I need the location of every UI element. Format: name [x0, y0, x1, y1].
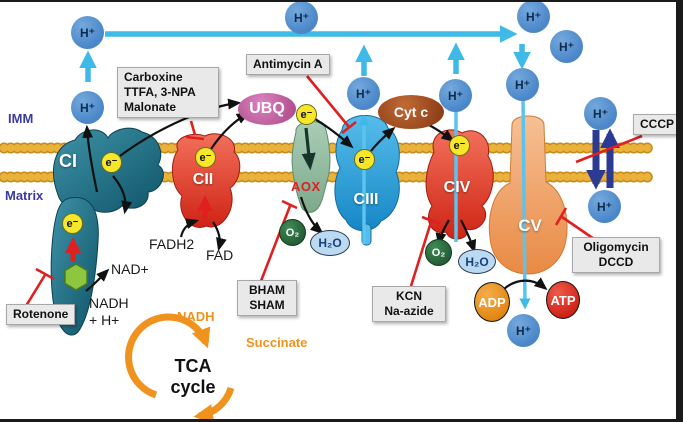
cii-to-fad-arrow: [212, 221, 227, 252]
water-ellipse: H₂O: [310, 230, 350, 256]
frame-top-border: [0, 0, 683, 2]
frame-bottom-border: [0, 419, 677, 422]
fmn-hexagon: [64, 263, 88, 291]
aox-label: AOX: [291, 179, 321, 194]
electron-circle: e⁻: [62, 213, 83, 234]
complex-civ-shape: [425, 129, 494, 240]
oligomycin-box-line1: Oligomycin: [583, 240, 649, 254]
complex-cii-shape: [172, 133, 241, 228]
oxygen-circle: O₂: [279, 219, 306, 246]
aox-internal-arrow: [301, 127, 316, 171]
complex-civ-label: CIV: [443, 179, 471, 196]
fadh2-label: FADH2: [149, 236, 195, 252]
cccp-box: CCCP: [633, 114, 682, 135]
antimycin-box: Antimycin A: [246, 54, 330, 75]
tca-ring-bottom-arc: [193, 386, 235, 422]
electron-circle: e⁻: [449, 135, 470, 156]
kcn-box-line2: Na-azide: [384, 304, 434, 318]
complex-cii-label: CII: [192, 171, 214, 188]
proton-circle: H⁺: [506, 68, 539, 101]
matrix-label: Matrix: [5, 188, 44, 203]
bham-box-line2: SHAM: [249, 298, 285, 312]
bham-box-line1: BHAM: [249, 283, 285, 297]
ci-to-ubq-arrow: [119, 98, 242, 157]
electron-circle: e⁻: [354, 149, 375, 170]
oxygen-circle: O₂: [425, 239, 452, 266]
electron-circle: e⁻: [101, 152, 122, 173]
nadh-label-line1: NADH: [89, 295, 129, 311]
proton-circle: H⁺: [517, 0, 550, 33]
electron-circle: e⁻: [195, 147, 216, 168]
ci-internal-arrow: [112, 175, 133, 215]
cytc-carrier: Cyt c: [378, 95, 444, 129]
complex-ci-label: CI: [59, 151, 77, 171]
oligomycin-box-line2: DCCD: [598, 255, 634, 269]
proton-channel-arrows: [358, 95, 531, 310]
proton-circle: H⁺: [584, 97, 617, 130]
complex-ciii-label: CIII: [353, 191, 379, 208]
tca-cycle-ring: [125, 313, 235, 422]
ubq-carrier: UBQ: [238, 93, 296, 125]
antimycin-inhibition-line: [305, 75, 357, 135]
bham-inhibition-line: [259, 199, 298, 282]
tca-ring-main-arc: [125, 313, 211, 399]
tca-cycle-line1: TCA: [174, 356, 212, 376]
rotenone-box: Rotenone: [6, 304, 76, 325]
aox-to-water-arrow: [299, 196, 324, 235]
electron-flow-arrows: [82, 98, 548, 292]
tca-cycle-line2: cycle: [170, 376, 216, 397]
adp-to-atp-arrow: [503, 277, 548, 291]
frame-right-border: [676, 0, 683, 422]
bham-box: BHAM SHAM: [237, 280, 297, 316]
nad-plus-label: NAD+: [111, 261, 149, 277]
proton-circle: H⁺: [507, 314, 540, 347]
kcn-box: KCN Na-azide: [372, 286, 446, 322]
carboxine-box-line2: TTFA, 3-NPA: [124, 85, 196, 99]
proton-circle: H⁺: [439, 79, 472, 112]
carboxine-inhibition-line: [185, 120, 205, 141]
proton-circle: H⁺: [550, 30, 583, 63]
proton-circle: H⁺: [285, 1, 318, 34]
nadh-to-nad-arrow: [85, 268, 110, 292]
tca-succinate-label: Succinate: [246, 335, 308, 350]
oligomycin-box: Oligomycin DCCD: [572, 237, 660, 273]
ciii-to-cytc-arrow: [370, 126, 396, 152]
proton-circle: H⁺: [588, 190, 621, 223]
carboxine-box-line3: Malonate: [124, 100, 177, 114]
proton-circle: H⁺: [71, 16, 104, 49]
tca-cycle-label: TCA cycle: [156, 356, 230, 397]
tca-nadh-label: NADH: [177, 309, 215, 324]
cv-proton-arrow: [519, 95, 531, 310]
kcn-inhibition-line: [409, 215, 441, 287]
rotenone-inhibition-line: [24, 267, 55, 307]
kcn-box-line1: KCN: [396, 289, 422, 303]
aox-shape: [291, 121, 331, 213]
complex-cv-shape: [488, 115, 568, 275]
ci-proton-exit-arrow: [82, 124, 99, 193]
water-ellipse: H₂O: [458, 249, 496, 274]
fadh2-to-cii-arrow: [179, 218, 200, 238]
electron-circle: e⁻: [296, 104, 317, 125]
carboxine-box: Carboxine TTFA, 3-NPA Malonate: [117, 67, 219, 118]
red-flow-arrows: [64, 195, 213, 261]
inhibition-lines: [24, 75, 643, 307]
carboxine-box-line1: Carboxine: [124, 70, 183, 84]
proton-pump-arrows: [79, 25, 531, 82]
atp-ellipse: ATP: [546, 281, 580, 319]
complex-cv-label: CV: [518, 216, 542, 235]
cccp-leak-arrows: [586, 128, 620, 190]
cccp-inhibition-line: [575, 134, 643, 164]
civ-to-water-arrow: [460, 219, 477, 254]
ubq-to-ciii-arrow: [314, 118, 354, 149]
fad-label: FAD: [206, 247, 234, 263]
nadh-label-line2: + H+: [89, 312, 120, 328]
proton-circle: H⁺: [71, 91, 104, 124]
imm-label: IMM: [8, 111, 34, 126]
proton-circle: H⁺: [347, 77, 380, 110]
adp-ellipse: ADP: [474, 282, 510, 322]
